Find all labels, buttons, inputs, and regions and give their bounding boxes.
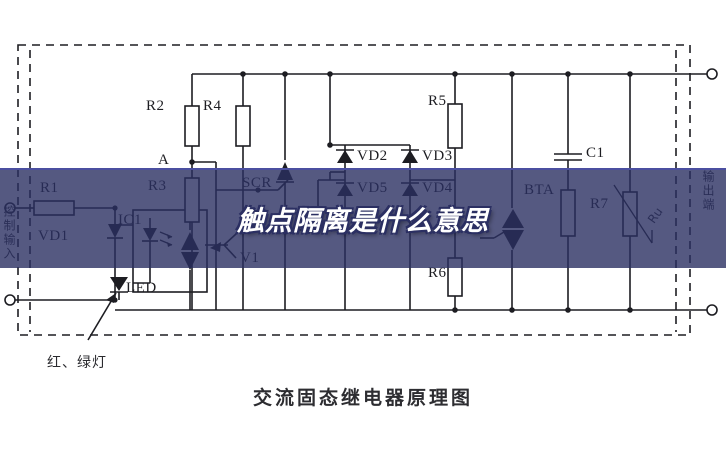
label-R2: R2 xyxy=(146,98,165,114)
led-indicator-body xyxy=(110,277,128,291)
label-C1: C1 xyxy=(586,145,605,161)
overlay-band xyxy=(0,168,726,268)
label-VD3: VD3 xyxy=(422,148,453,164)
output-terminal-top xyxy=(706,68,718,80)
resistor-R5-body xyxy=(447,103,463,149)
label-R6: R6 xyxy=(428,265,447,281)
label-indicator-lamps: 红、绿灯 xyxy=(47,355,107,371)
diode-VD2-body xyxy=(337,150,353,163)
figure-caption: 交流固态继电器原理图 xyxy=(252,387,473,409)
resistor-R4-body xyxy=(235,105,251,147)
label-node-A: A xyxy=(158,152,170,168)
input-terminal-bottom xyxy=(4,294,16,306)
resistor-R2-body xyxy=(184,105,200,147)
label-R5: R5 xyxy=(428,93,447,109)
output-terminal-bottom xyxy=(706,304,718,316)
label-R4: R4 xyxy=(203,98,222,114)
label-LED: LED xyxy=(126,280,157,296)
diode-VD3-body xyxy=(402,150,418,163)
label-VD2: VD2 xyxy=(357,148,388,164)
